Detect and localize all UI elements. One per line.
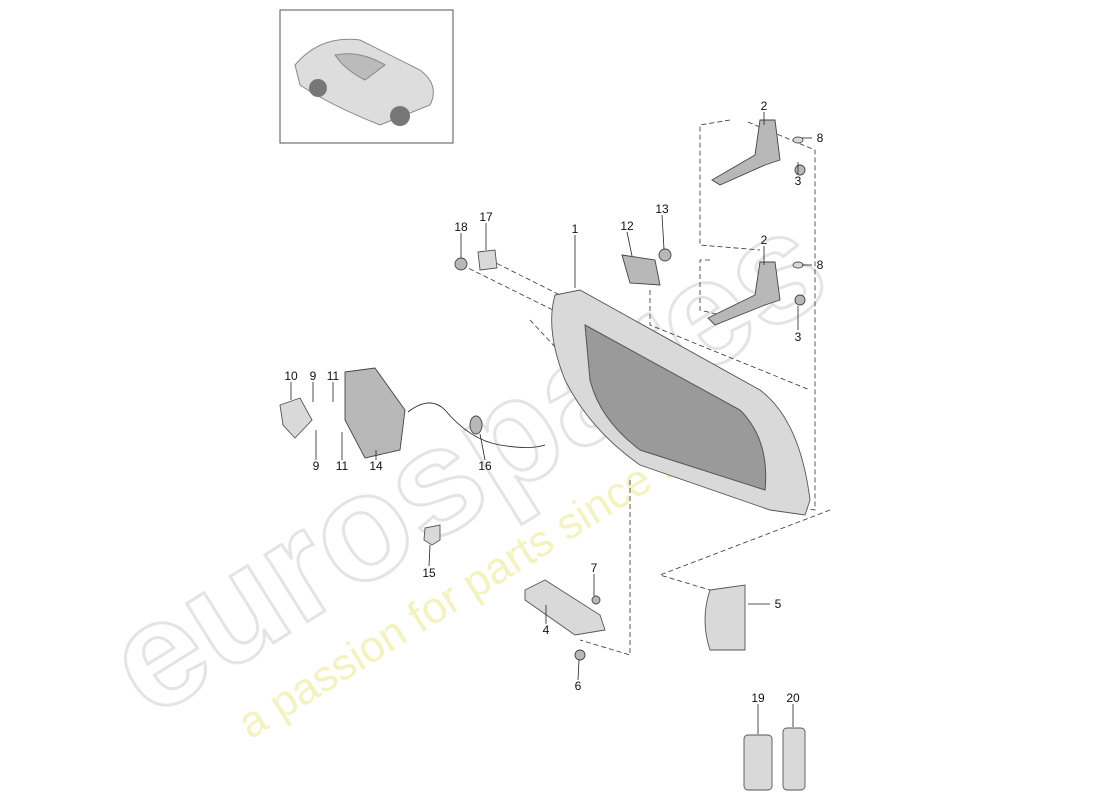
callout-19: 19 (751, 691, 765, 705)
car-thumbnail-icon (279, 9, 454, 144)
callout-3: 3 (795, 174, 802, 188)
callout-17: 17 (479, 210, 493, 224)
small-parts (279, 248, 806, 791)
callout-15: 15 (422, 566, 436, 580)
callout-5: 5 (775, 597, 782, 611)
callout-9: 9 (310, 369, 317, 383)
hinge-upper (711, 119, 806, 186)
callout-4: 4 (543, 623, 550, 637)
callout-16: 16 (478, 459, 492, 473)
door-shell (551, 289, 811, 516)
callout-11: 11 (336, 459, 349, 473)
callout-3: 3 (795, 330, 802, 344)
callout-11: 11 (327, 369, 340, 383)
callout-8: 8 (817, 131, 824, 145)
callout-18: 18 (454, 220, 468, 234)
callout-13: 13 (655, 202, 669, 216)
callout-1: 1 (572, 222, 579, 236)
callout-6: 6 (575, 679, 582, 693)
callout-2: 2 (761, 99, 768, 113)
hinge-lower (707, 261, 806, 326)
leader-lines (290, 112, 812, 734)
callout-2: 2 (761, 233, 768, 247)
callouts: 2 8 3 2 8 3 18 17 1 12 13 10 9 11 9 11 1… (284, 99, 823, 705)
callout-14: 14 (369, 459, 383, 473)
callout-10: 10 (284, 369, 298, 383)
callout-8: 8 (817, 258, 824, 272)
callout-20: 20 (786, 691, 800, 705)
callout-9: 9 (313, 459, 320, 473)
callout-7: 7 (591, 561, 598, 575)
callout-12: 12 (620, 219, 634, 233)
